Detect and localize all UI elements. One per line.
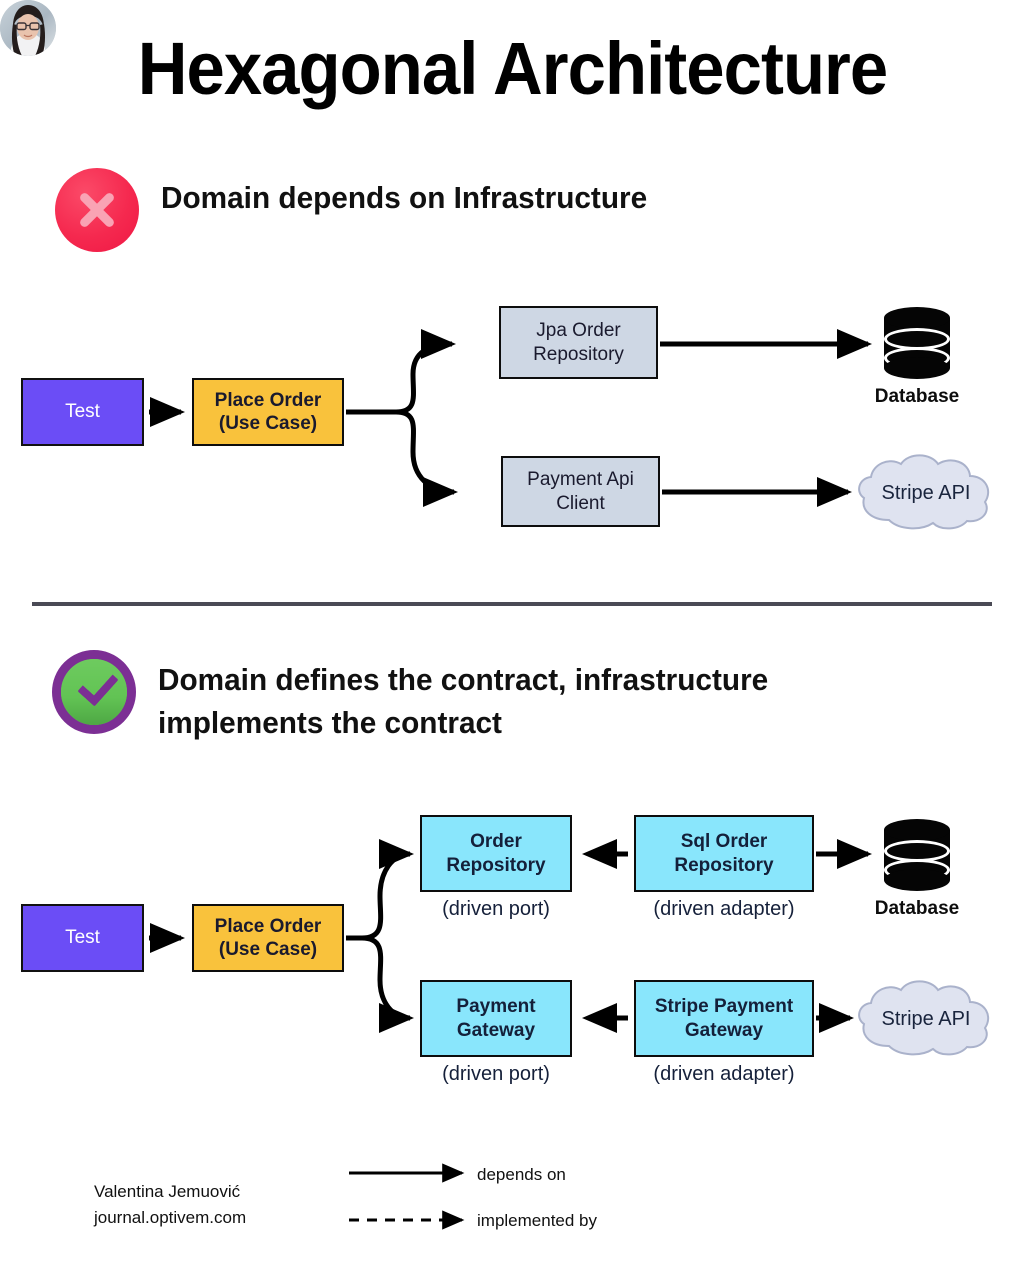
node-payment-gateway-port[interactable]: Payment Gateway (420, 980, 572, 1057)
sublabel-order-repository-port: (driven port) (442, 898, 550, 920)
node-place-order-good[interactable]: Place Order (Use Case) (192, 904, 344, 972)
cloud-stripe-api-good: Stripe API (851, 978, 1001, 1060)
database-icon-bad (884, 306, 950, 379)
node-test-bad[interactable]: Test (21, 378, 144, 446)
node-test-good[interactable]: Test (21, 904, 144, 972)
node-jpa-order-repository[interactable]: Jpa Order Repository (499, 306, 658, 379)
page-title: Hexagonal Architecture (137, 27, 888, 110)
sublabel-sql-order-repository-adapter: (driven adapter) (653, 898, 795, 920)
node-place-order-bad[interactable]: Place Order (Use Case) (192, 378, 344, 446)
sublabel-payment-gateway-port: (driven port) (442, 1063, 550, 1085)
database-icon-good (884, 818, 950, 891)
section-header-bad: Domain depends on Infrastructure (55, 168, 667, 252)
section-heading-bad: Domain depends on Infrastructure (161, 180, 648, 215)
cloud-label-good: Stripe API (881, 1007, 971, 1030)
node-payment-api-client[interactable]: Payment Api Client (501, 456, 660, 527)
avatar (0, 0, 56, 56)
cloud-stripe-api-bad: Stripe API (851, 452, 1001, 534)
green-check-icon (52, 650, 136, 734)
legend-label-depends-on: depends on (477, 1165, 566, 1184)
database-label-good: Database (874, 898, 960, 919)
section-heading-good: Domain defines the contract, infrastruct… (158, 662, 769, 740)
section-divider (32, 602, 992, 606)
section-header-good: Domain defines the contract, infrastruct… (52, 650, 794, 745)
sublabel-stripe-payment-gateway-adapter: (driven adapter) (653, 1063, 795, 1085)
arrow-usecase-fork-good (346, 839, 414, 1033)
legend-label-implemented-by: implemented by (477, 1211, 598, 1230)
database-label-bad: Database (874, 386, 960, 407)
red-x-icon (55, 168, 139, 252)
author-info: Valentina Jemuović journal.optivem.com (94, 1182, 247, 1228)
node-order-repository-port[interactable]: Order Repository (420, 815, 572, 892)
arrow-usecase-fork-bad (346, 329, 459, 507)
node-sql-order-repository-adapter[interactable]: Sql Order Repository (634, 815, 814, 892)
node-stripe-payment-gateway-adapter[interactable]: Stripe Payment Gateway (634, 980, 814, 1057)
cloud-label-bad: Stripe API (881, 481, 971, 504)
